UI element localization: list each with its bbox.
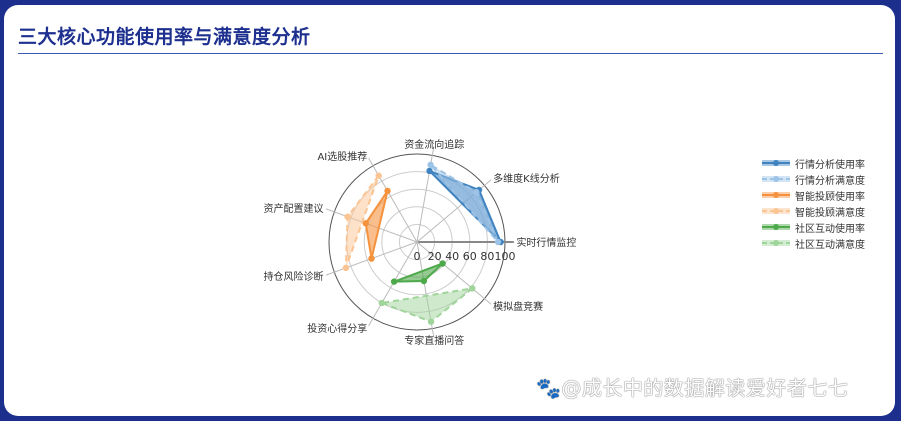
legend-label: 社区互动使用率	[795, 223, 865, 235]
legend-line-marker-icon	[762, 208, 790, 214]
legend-line-marker-icon	[762, 176, 790, 182]
legend-line-marker-icon	[762, 240, 790, 246]
data-point[interactable]	[473, 189, 480, 196]
data-point[interactable]	[494, 238, 502, 246]
chart-card	[4, 5, 895, 416]
legend-label: 行情分析满意度	[795, 175, 865, 187]
radial-tick-label: 20	[428, 250, 442, 263]
axis-label: 模拟盘竞赛	[493, 300, 543, 313]
data-point[interactable]	[362, 220, 369, 227]
watermark: 🐾@成长中的数据解读爱好者七七	[536, 376, 849, 400]
data-point[interactable]	[439, 260, 446, 267]
data-point[interactable]	[384, 187, 391, 195]
data-point[interactable]	[342, 264, 350, 272]
legend-item[interactable]: 社区互动满意度	[762, 235, 865, 251]
axis-label: 实时行情监控	[516, 236, 576, 249]
data-point[interactable]	[368, 255, 375, 262]
data-point[interactable]	[427, 318, 435, 325]
legend-line-marker-icon	[762, 224, 790, 230]
radial-tick-label: 0	[414, 250, 421, 263]
series-社区互动使用率	[390, 260, 446, 285]
data-point[interactable]	[375, 172, 382, 179]
data-point[interactable]	[427, 161, 434, 169]
axis-label: 资金流向追踪	[404, 138, 464, 151]
axis-label: 投资心得分享	[307, 322, 367, 335]
data-point[interactable]	[344, 213, 351, 220]
series-社区互动满意度	[377, 285, 476, 325]
title-divider	[18, 53, 883, 54]
radial-tick-label: 40	[445, 250, 459, 263]
legend-item[interactable]: 行情分析满意度	[762, 171, 865, 187]
legend-line-marker-icon	[762, 192, 790, 198]
legend-item[interactable]: 智能投顾满意度	[762, 203, 865, 219]
radial-tick-label: 100	[495, 250, 516, 263]
legend-label: 社区互动满意度	[795, 239, 865, 251]
series-智能投顾使用率	[362, 187, 391, 262]
legend-label: 智能投顾满意度	[795, 207, 865, 219]
axis-label: 专家直播问答	[404, 334, 464, 347]
series-行情分析满意度	[427, 161, 502, 246]
data-point[interactable]	[378, 299, 385, 307]
data-point[interactable]	[469, 285, 476, 292]
series-智能投顾满意度	[342, 172, 382, 272]
axis-label: 资产配置建议	[264, 202, 324, 215]
legend-item[interactable]: 社区互动使用率	[762, 219, 865, 235]
axis-label: 多维度K线分析	[493, 172, 560, 185]
legend-item[interactable]: 行情分析使用率	[762, 155, 865, 171]
legend-line-marker-icon	[762, 160, 790, 166]
data-point[interactable]	[420, 277, 428, 285]
legend-label: 智能投顾使用率	[795, 191, 865, 203]
data-point[interactable]	[426, 167, 433, 175]
legend-label: 行情分析使用率	[795, 159, 865, 171]
axis-label: AI选股推荐	[317, 150, 367, 163]
legend-item[interactable]: 智能投顾使用率	[762, 187, 865, 203]
axis-label: 持仓风险诊断	[264, 270, 324, 283]
data-point[interactable]	[390, 278, 398, 285]
radial-tick-label: 80	[480, 250, 494, 263]
page-title: 三大核心功能使用率与满意度分析	[18, 26, 311, 48]
legend: 行情分析使用率行情分析满意度智能投顾使用率智能投顾满意度社区互动使用率社区互动满…	[762, 155, 865, 251]
radial-tick-label: 60	[463, 250, 477, 263]
